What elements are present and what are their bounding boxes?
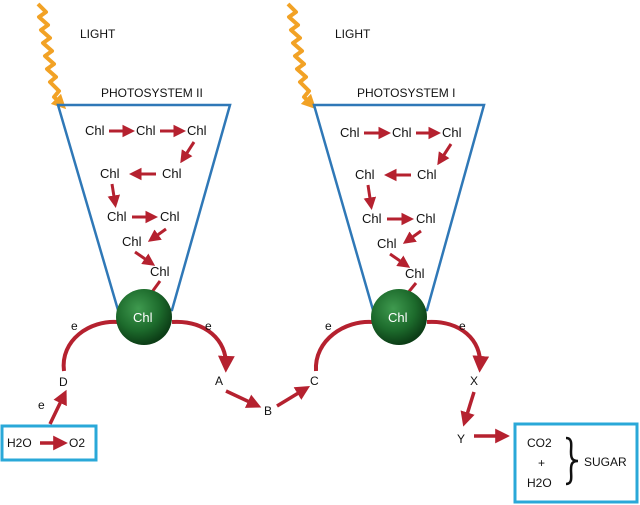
photosystem-i-chl-chain: Chl Chl Chl Chl Chl Chl Chl Chl Chl [340, 125, 462, 295]
chl-arrow [402, 229, 422, 244]
chl-label: Chl [187, 123, 207, 138]
photosystem-i-core-label: Chl [388, 310, 408, 325]
electron-label: e [459, 319, 466, 333]
chl-connector [150, 280, 162, 293]
photosystem-ii-core-label: Chl [133, 310, 153, 325]
chl-label: Chl [136, 123, 156, 138]
photosystem-ii-chl-chain: Chl Chl Chl Chl Chl Chl Chl Chl Chl [85, 123, 207, 293]
chl-arrow [134, 250, 156, 266]
arc-ps2-to-a [171, 319, 235, 373]
chl-arrow [180, 141, 196, 164]
chl-arrow [107, 183, 121, 208]
electron-label: e [71, 319, 78, 333]
chl-label: Chl [340, 125, 360, 140]
chl-label: Chl [417, 167, 437, 182]
arrow-a-to-b [225, 389, 262, 408]
photosystem-ii-title: PHOTOSYSTEM II [101, 86, 203, 100]
arc-d-to-ps2 [61, 319, 119, 372]
light-label-left: LIGHT [80, 27, 116, 41]
chl-label: Chl [377, 236, 397, 251]
photosystem-i-funnel [312, 103, 486, 312]
chl-label: Chl [442, 125, 462, 140]
chl-label: Chl [362, 211, 382, 226]
water-split-box [0, 424, 98, 462]
curly-brace [565, 436, 579, 486]
chl-label: Chl [122, 234, 142, 249]
photosystem-ii-funnel [56, 103, 232, 312]
node-y: Y [457, 432, 465, 446]
water-label: H2O [7, 436, 32, 450]
electron-label: e [325, 319, 332, 333]
sugar-box [513, 422, 639, 504]
chl-label: Chl [150, 264, 170, 279]
chl-label: Chl [355, 167, 375, 182]
arc-c-to-ps1 [313, 319, 374, 372]
photosystem-i-title: PHOTOSYSTEM I [357, 86, 455, 100]
photosystem-i-reaction-center [371, 289, 427, 345]
chl-label: Chl [405, 266, 425, 281]
node-c: C [310, 374, 319, 388]
chl-arrow [389, 252, 411, 268]
node-x: X [470, 374, 478, 388]
light-label-right: LIGHT [335, 27, 371, 41]
co2-label: CO2 [527, 436, 552, 450]
arrow-h2o-to-d [48, 389, 67, 425]
arc-ps1-to-x [426, 319, 490, 373]
chl-arrow [437, 143, 453, 166]
chl-label: Chl [100, 166, 120, 181]
chl-label: Chl [416, 211, 436, 226]
light-squiggle-right [286, 2, 317, 110]
chl-label: Chl [85, 123, 105, 138]
sugar-label: SUGAR [584, 455, 627, 469]
electron-label: e [38, 398, 45, 412]
arrow-x-to-y [460, 391, 476, 427]
chl-arrow [147, 227, 167, 242]
h2o-label: H2O [527, 476, 552, 490]
plus-label: + [538, 456, 545, 470]
chl-label: Chl [392, 125, 412, 140]
node-d: D [59, 375, 68, 389]
chl-label: Chl [160, 209, 180, 224]
node-b: B [264, 404, 272, 418]
chl-label: Chl [107, 209, 127, 224]
chl-arrow [363, 184, 377, 210]
chl-label: Chl [162, 166, 182, 181]
electron-label: e [205, 319, 212, 333]
node-a: A [215, 374, 223, 388]
arrow-b-to-c [276, 385, 311, 408]
oxygen-label: O2 [69, 436, 85, 450]
light-squiggle-left [36, 2, 67, 110]
photosystem-ii-reaction-center [116, 289, 172, 345]
